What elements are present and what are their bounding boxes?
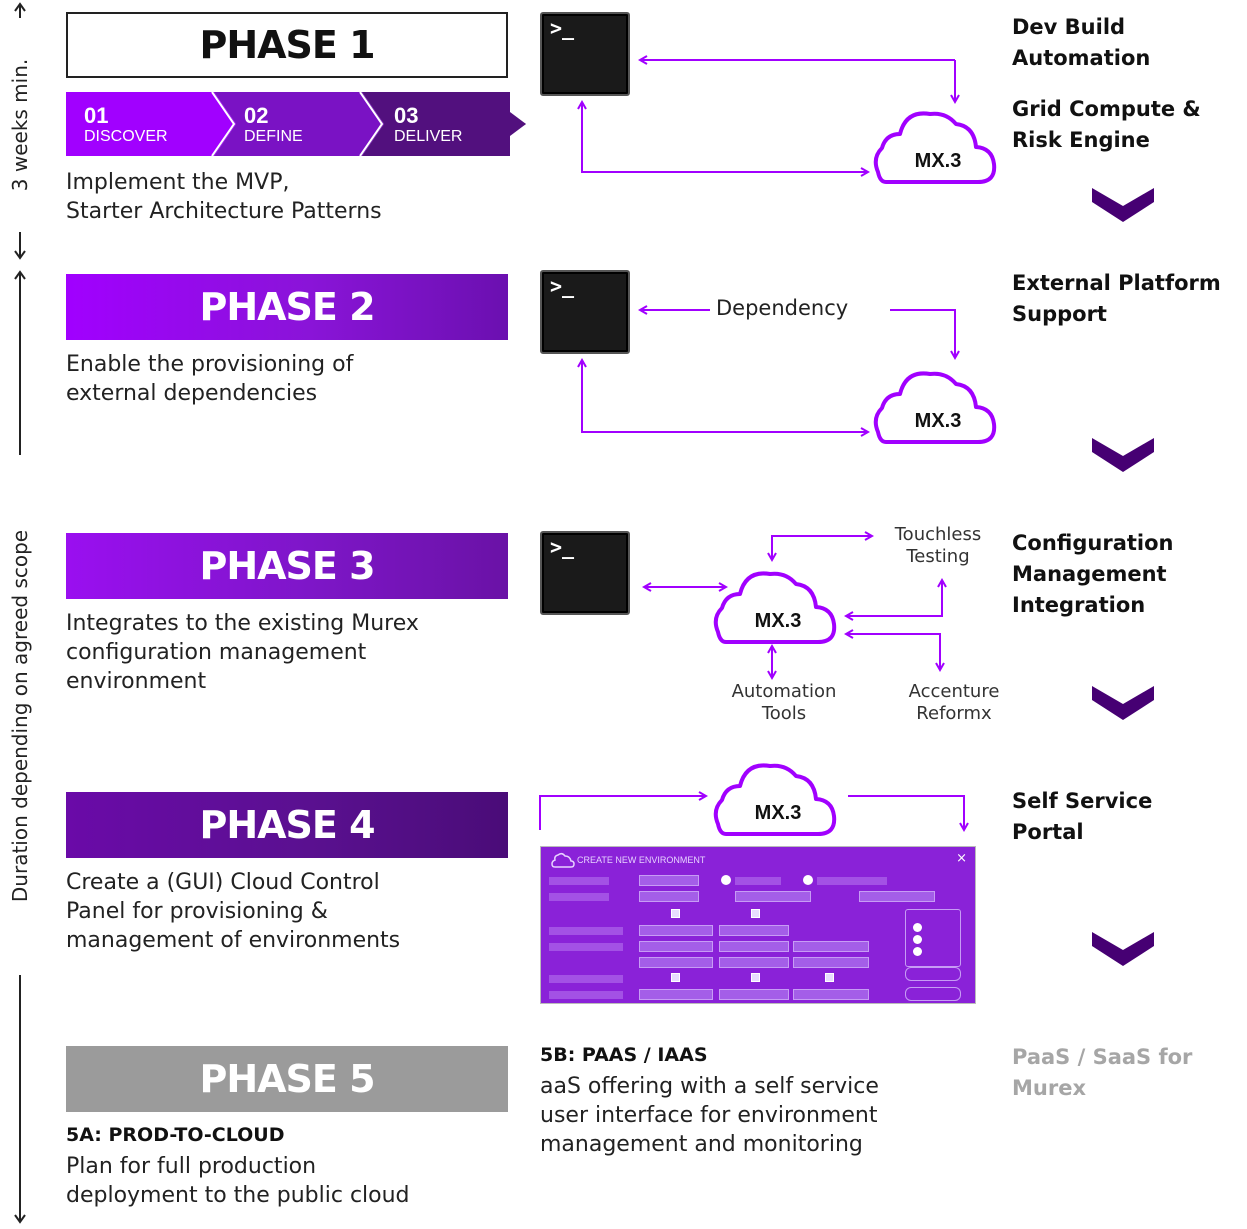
phase-2-box: PHASE 2	[66, 274, 508, 340]
terminal-icon-phase-2: >_	[540, 270, 630, 354]
chevron-down-icon	[1092, 438, 1154, 472]
phase-1-title: PHASE 1	[199, 23, 375, 67]
cloud-mx3-phase-3-label: MX.3	[754, 610, 802, 632]
gui-title: CREATE NEW ENVIRONMENT	[577, 855, 706, 865]
dependency-label: Dependency	[716, 296, 849, 320]
cloud-mx3-phase-2-label: MX.3	[914, 410, 962, 432]
gui-close-icon: ×	[956, 851, 967, 866]
cloud-mx3-phase-4-label: MX.3	[754, 802, 802, 824]
chevron-down-icon	[1092, 686, 1154, 720]
phase-4-box: PHASE 4	[66, 792, 508, 858]
cloud-mx3-phase-2	[873, 371, 997, 444]
cloud-mx3-phase-1-label: MX.3	[914, 150, 962, 172]
phase-3-box: PHASE 3	[66, 533, 508, 599]
terminal-icon-phase-1: >_	[540, 12, 630, 96]
phase-3-title: PHASE 3	[199, 544, 375, 588]
phase-5b-heading: 5B: PAAS / IAAS	[540, 1044, 708, 1066]
phase-1-outcome-grid-compute: Grid Compute &Risk Engine	[1012, 97, 1201, 152]
cloud-mx3-phase-4	[713, 763, 837, 836]
terminal-icon-phase-3: >_	[540, 531, 630, 615]
step-define: 02 DEFINE	[244, 103, 303, 146]
chevron-down-icon	[1092, 932, 1154, 966]
phase-1-box: PHASE 1	[66, 12, 508, 78]
cloud-mx3-phase-3	[713, 571, 837, 644]
cloud-icon	[551, 852, 575, 868]
phase-5-box: PHASE 5	[66, 1046, 508, 1112]
cloud-control-panel-screenshot: CREATE NEW ENVIRONMENT ×	[540, 846, 976, 1004]
step-deliver: 03 DELIVER	[394, 103, 463, 146]
cloud-mx3-phase-1	[873, 111, 997, 184]
phase-1-description: Implement the MVP,Starter Architecture P…	[66, 170, 382, 224]
phase-5a-heading: 5A: PROD-TO-CLOUD	[66, 1124, 285, 1146]
phase-4-title: PHASE 4	[199, 803, 375, 847]
phase-5-title: PHASE 5	[199, 1057, 375, 1101]
chevron-down-icon	[1092, 188, 1154, 222]
step-bar: 01 DISCOVER 02 DEFINE 03 DELIVER	[66, 92, 526, 156]
step-bar-shapes	[66, 92, 526, 156]
step-discover: 01 DISCOVER	[84, 103, 168, 146]
timeline-arrows	[14, 2, 26, 1224]
phase-2-title: PHASE 2	[199, 285, 375, 329]
